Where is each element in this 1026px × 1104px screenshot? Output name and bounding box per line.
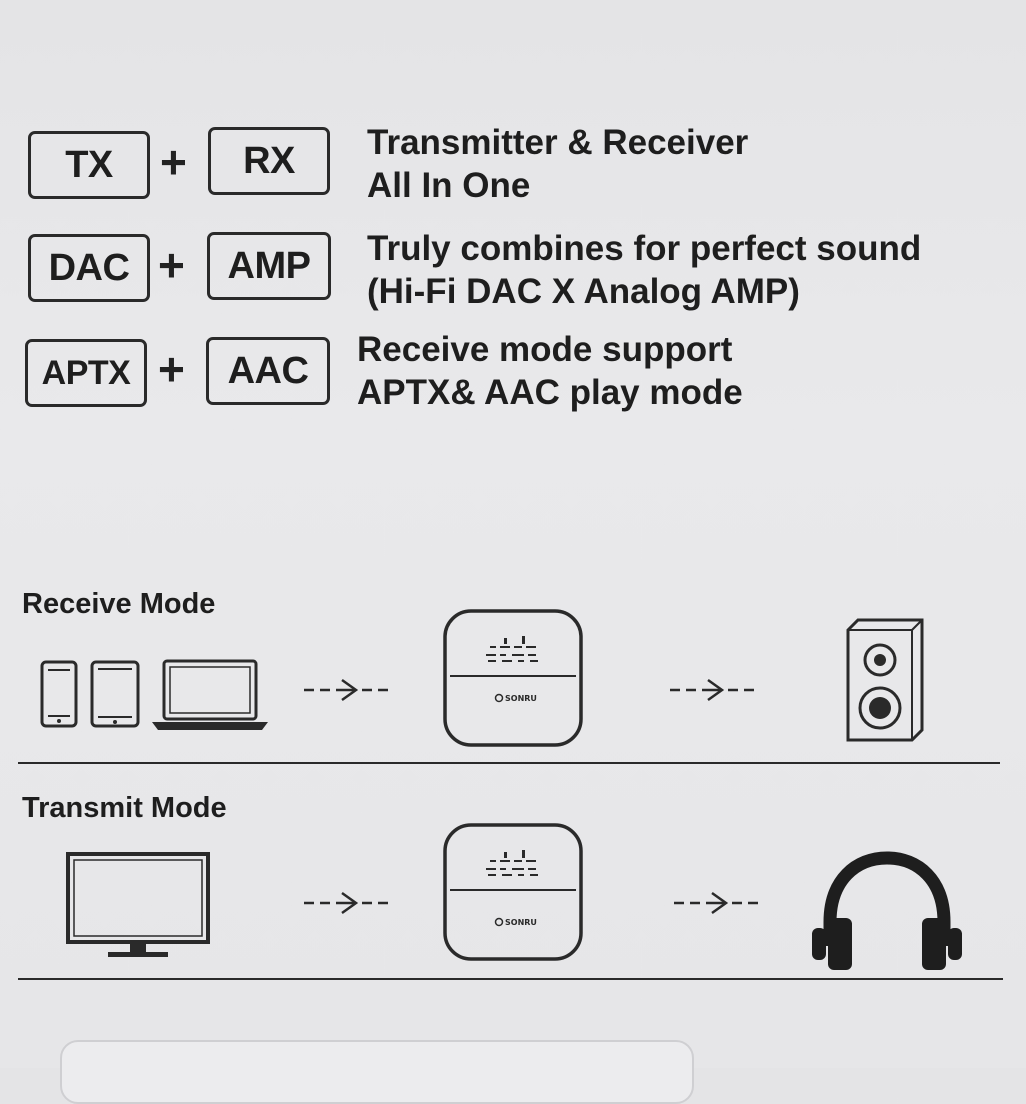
tablet-icon [90,660,140,728]
tag-amp: AMP [207,232,331,300]
tag-dac: DAC [28,234,150,302]
feature-row-tx-rx: TX + RX Transmitter & Receiver All In On… [0,123,1026,215]
svg-text:SONRU: SONRU [505,918,537,927]
flow-arrow-icon [674,891,758,915]
feature-line-1: Transmitter & Receiver [367,123,749,162]
feature-line-1: Truly combines for perfect sound [367,229,922,268]
tag-aac: AAC [206,337,330,405]
plus-sign: + [158,343,185,395]
tag-tx: TX [28,131,150,199]
tag-aptx: APTX [25,339,147,407]
flow-arrow-icon [304,891,388,915]
section-divider [18,978,1003,980]
receive-mode-title: Receive Mode [22,588,216,620]
feature-description: Transmitter & Receiver All In One [367,121,748,207]
feature-line-2: All In One [367,166,531,205]
flow-arrow-icon [304,678,388,702]
package-edge [60,1040,694,1104]
feature-row-dac-amp: DAC + AMP Truly combines for perfect sou… [0,227,1026,320]
laptop-icon [152,659,268,730]
flow-arrow-icon [670,678,754,702]
speaker-icon [846,618,924,742]
plus-sign: + [160,136,187,188]
phone-icon [40,660,78,728]
feature-line-1: Receive mode support [357,330,733,369]
svg-text:SONRU: SONRU [505,694,537,703]
tag-rx: RX [208,127,330,195]
feature-line-2: (Hi-Fi DAC X Analog AMP) [367,272,800,311]
transmit-mode-title: Transmit Mode [22,792,227,824]
feature-description: Truly combines for perfect sound (Hi-Fi … [367,227,921,313]
bluetooth-device-icon: SONRU [443,823,583,961]
monitor-icon [66,852,210,957]
bluetooth-device-icon: SONRU [443,609,583,747]
feature-line-2: APTX& AAC play mode [357,373,743,412]
headphones-icon [812,851,962,970]
section-divider [18,762,1000,764]
feature-description: Receive mode support APTX& AAC play mode [357,328,743,414]
feature-row-aptx-aac: APTX + AAC Receive mode support APTX& AA… [0,330,1026,424]
plus-sign: + [158,239,185,291]
